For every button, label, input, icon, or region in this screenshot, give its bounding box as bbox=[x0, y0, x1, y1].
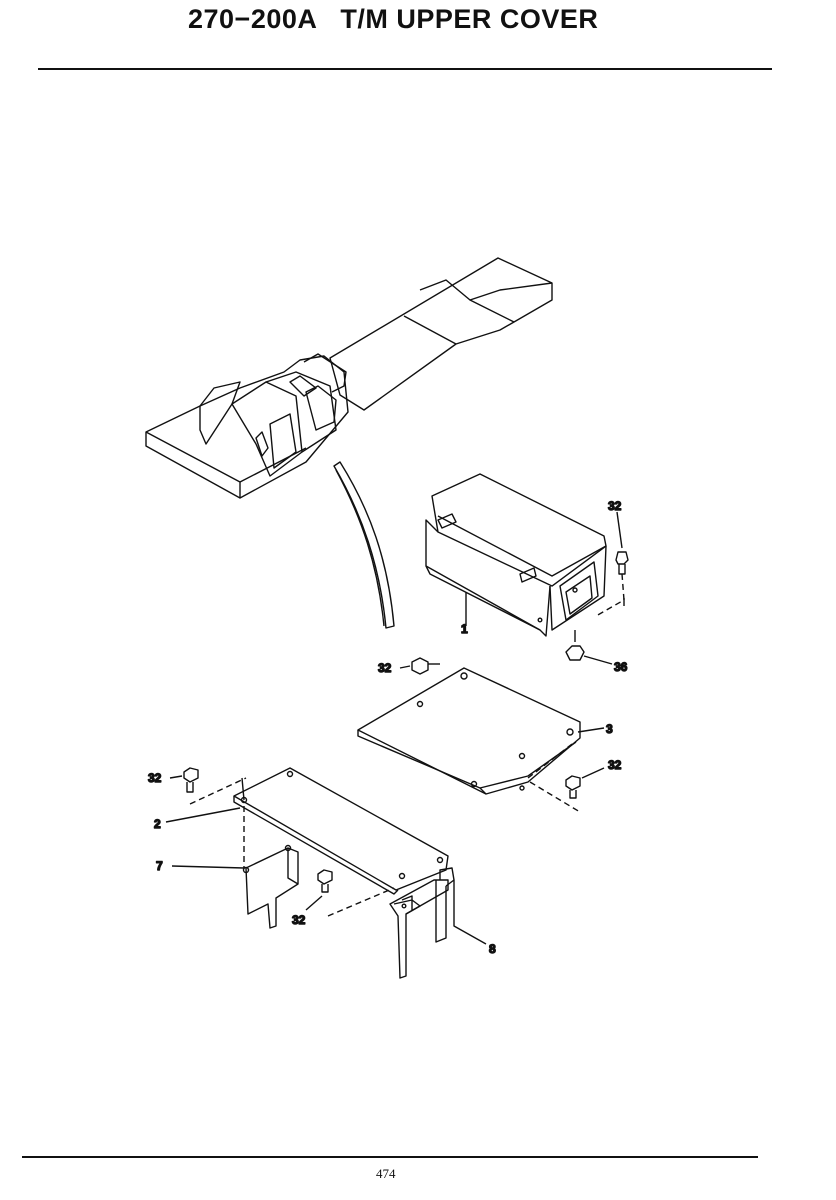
stay-8 bbox=[389, 867, 487, 979]
callout-32: 32 bbox=[378, 661, 392, 675]
callout-32: 32 bbox=[608, 499, 622, 513]
callout-32: 32 bbox=[148, 771, 162, 785]
bolt-32-left bbox=[169, 767, 247, 805]
callout-3: 3 bbox=[606, 722, 613, 736]
nut-36 bbox=[565, 630, 613, 665]
page-number: 474 bbox=[376, 1166, 396, 1181]
bracket-7 bbox=[171, 806, 299, 929]
plate-2 bbox=[233, 767, 449, 895]
plate-3 bbox=[357, 667, 605, 795]
leader-2 bbox=[165, 807, 241, 823]
callout-7: 7 bbox=[156, 859, 163, 873]
page-title: 270−200A T/M UPPER COVER bbox=[188, 4, 599, 34]
bolt-32-top bbox=[595, 511, 629, 617]
bolt-32-right bbox=[527, 743, 605, 813]
bolt-32-mid bbox=[399, 657, 440, 675]
footer-rule bbox=[22, 1156, 758, 1158]
upper-cover-box bbox=[425, 473, 607, 637]
callout-32: 32 bbox=[292, 913, 306, 927]
bolt-32-bottom bbox=[305, 869, 395, 917]
header-rule bbox=[38, 68, 772, 70]
callout-36: 36 bbox=[614, 660, 628, 674]
callout-1: 1 bbox=[461, 622, 468, 636]
hose-strip bbox=[333, 461, 395, 629]
frame-assembly bbox=[145, 257, 553, 499]
callout-2: 2 bbox=[154, 817, 161, 831]
callout-8: 8 bbox=[489, 942, 496, 956]
callout-32: 32 bbox=[608, 758, 622, 772]
